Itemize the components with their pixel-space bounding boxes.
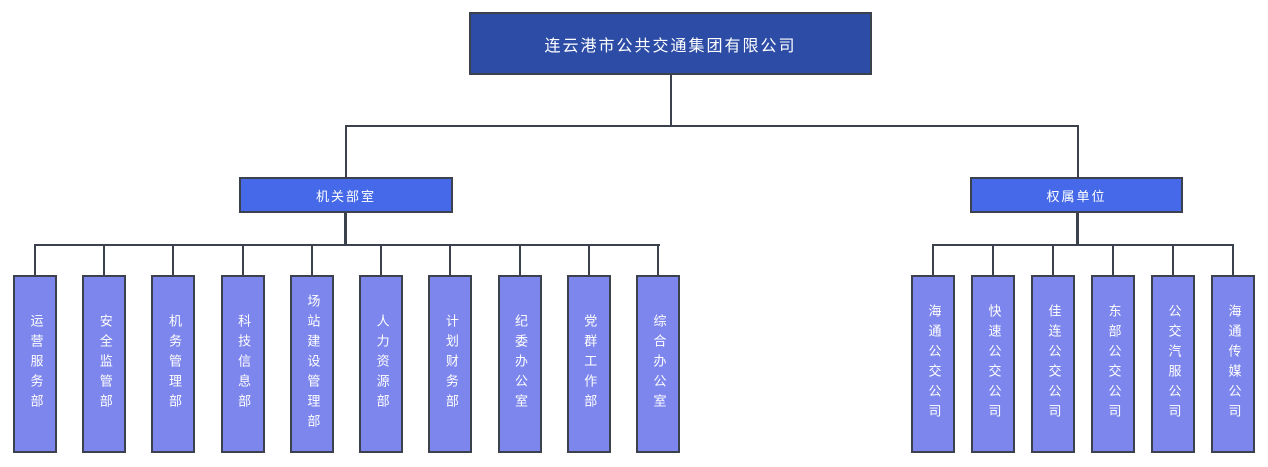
org-leaf-label: 运营服务部	[27, 314, 43, 414]
org-leaf-label: 佳连公交公司	[1045, 304, 1061, 424]
org-leaf-label: 场站建设管理部	[304, 294, 320, 434]
org-leaf-label: 海通传媒公司	[1225, 304, 1241, 424]
org-leaf-label: 快速公交公司	[985, 304, 1001, 424]
org-leaf-node: 人力资源部	[359, 244, 404, 453]
org-leaf-node: 运营服务部	[13, 244, 57, 453]
org-leaf-label: 安全监管部	[96, 314, 112, 414]
org-leaf-node: 海通传媒公司	[1211, 244, 1255, 453]
connector-left-branch-stem	[344, 213, 347, 244]
org-leaf-label: 计划财务部	[442, 314, 458, 414]
org-leaf-node: 综合办公室	[635, 244, 680, 453]
connector-drop-left-branch	[345, 125, 347, 177]
org-leaf-node: 党群工作部	[566, 244, 611, 453]
org-leaf-node: 机务管理部	[151, 244, 196, 453]
org-leaf-label: 机务管理部	[165, 314, 181, 414]
org-leaf-node: 场站建设管理部	[289, 244, 334, 453]
org-leaf-node: 海通公交公司	[911, 244, 955, 453]
org-branch-subsidiaries: 权属单位	[970, 177, 1183, 213]
org-leaf-node: 佳连公交公司	[1031, 244, 1075, 453]
org-leaf-label: 人力资源部	[373, 314, 389, 414]
org-leaf-node: 计划财务部	[428, 244, 473, 453]
org-leaf-node: 科技信息部	[220, 244, 265, 453]
org-branch-label: 权属单位	[1046, 189, 1107, 205]
org-leaf-node: 快速公交公司	[971, 244, 1015, 453]
org-leaf-node: 纪委办公室	[497, 244, 542, 453]
org-leaf-node: 安全监管部	[82, 244, 127, 453]
connector-left-bus	[34, 244, 660, 246]
org-branch-departments: 机关部室	[239, 177, 453, 213]
connector-right-branch-stem	[1076, 213, 1079, 244]
org-leaf-label: 科技信息部	[235, 314, 251, 414]
leaf-group-departments: 运营服务部 安全监管部 机务管理部 科技信息部 场站建设管理部 人力资源部 计划…	[13, 244, 680, 453]
org-leaf-label: 综合办公室	[650, 314, 666, 414]
leaf-group-subsidiaries: 海通公交公司 快速公交公司 佳连公交公司 东部公交公司 公交汽服公司 海通传媒公…	[911, 244, 1255, 453]
connector-drop-right-branch	[1077, 125, 1079, 177]
connector-top-bus	[345, 125, 1078, 127]
org-root-label: 连云港市公共交通集团有限公司	[544, 35, 797, 55]
org-branch-label: 机关部室	[315, 189, 376, 205]
org-root-node: 连云港市公共交通集团有限公司	[469, 12, 872, 75]
org-leaf-label: 党群工作部	[581, 314, 597, 414]
org-leaf-label: 公交汽服公司	[1165, 304, 1181, 424]
connector-root-stem	[670, 75, 672, 125]
org-leaf-label: 海通公交公司	[925, 304, 941, 424]
connector-right-bus	[932, 244, 1234, 246]
org-leaf-label: 纪委办公室	[512, 314, 528, 414]
org-leaf-label: 东部公交公司	[1105, 304, 1121, 424]
org-leaf-node: 公交汽服公司	[1151, 244, 1195, 453]
org-leaf-node: 东部公交公司	[1091, 244, 1135, 453]
